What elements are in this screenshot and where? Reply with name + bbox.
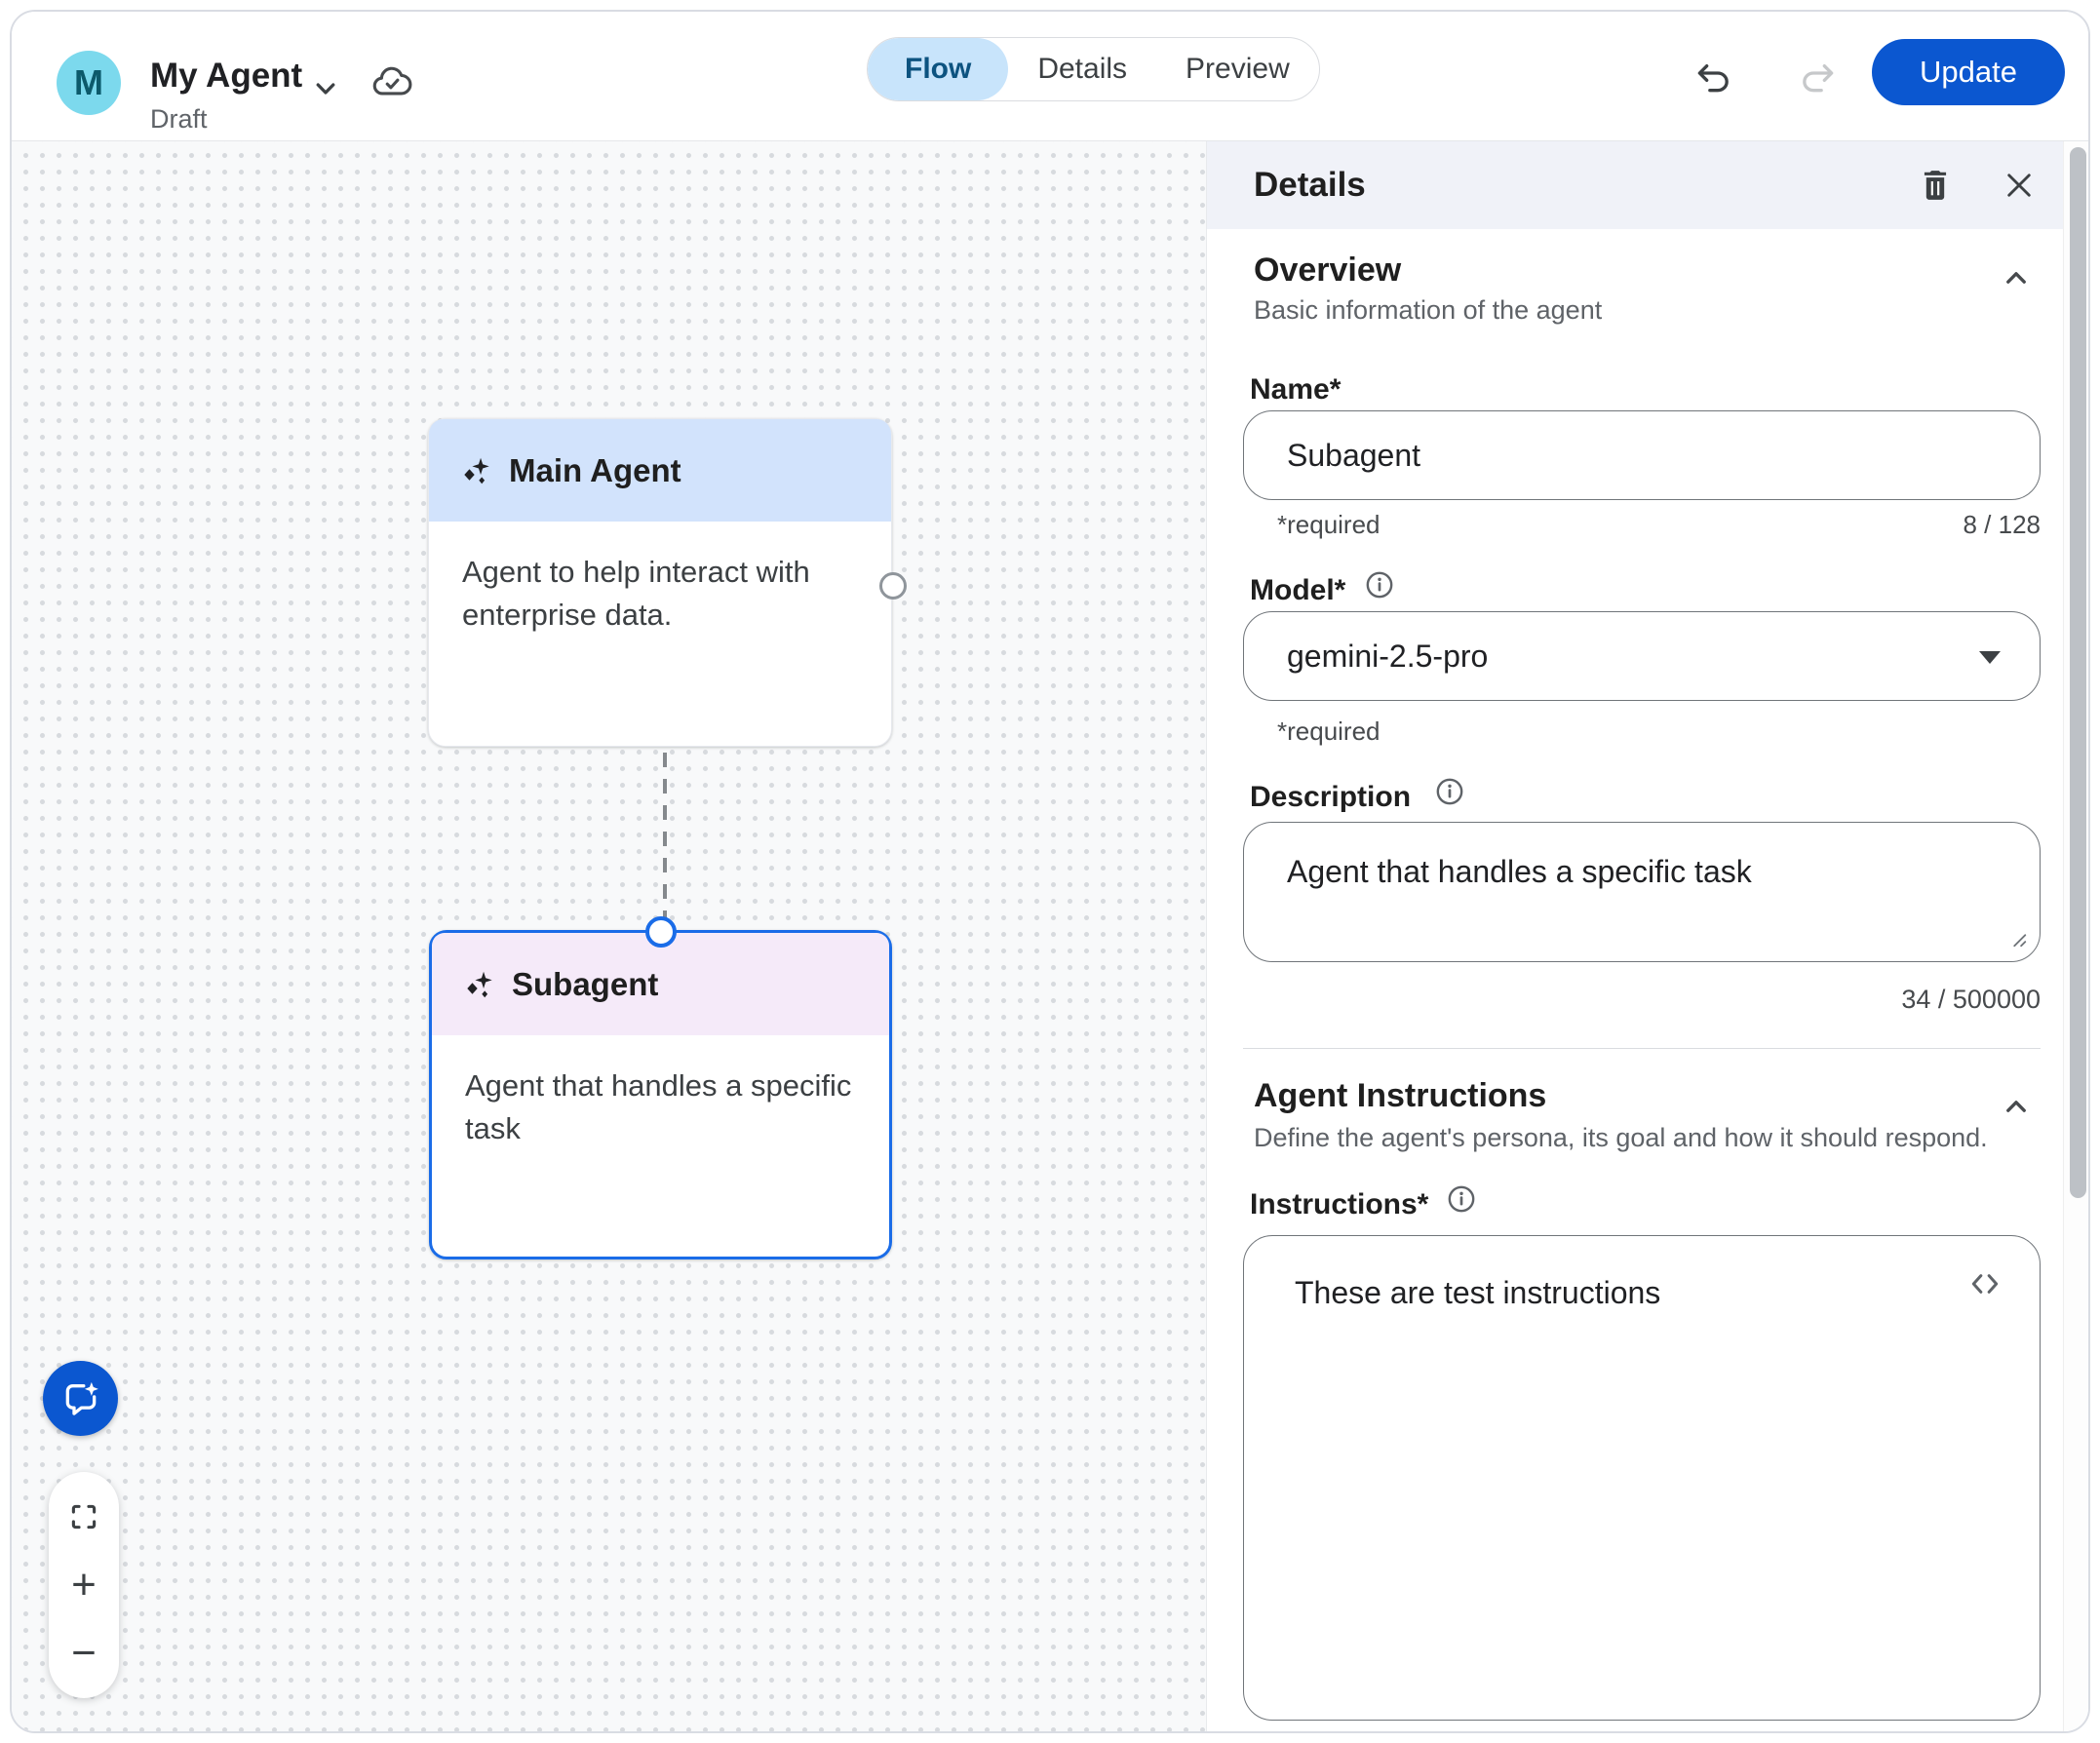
delete-node-icon[interactable]	[1917, 167, 1954, 204]
model-label: Model*	[1250, 574, 1346, 606]
agent-instructions-heading: Agent Instructions	[1254, 1077, 1547, 1114]
chevron-down-icon[interactable]	[309, 72, 342, 105]
panel-scrollbar-track	[2063, 141, 2088, 1731]
chat-assistant-button[interactable]	[43, 1361, 118, 1436]
cloud-saved-icon	[370, 60, 413, 103]
overview-heading: Overview	[1254, 252, 1402, 289]
model-selected-value: gemini-2.5-pro	[1287, 638, 1489, 674]
name-required-hint: *required	[1277, 510, 1381, 539]
avatar: M	[57, 51, 121, 115]
description-textarea[interactable]: Agent that handles a specific task	[1243, 822, 2041, 962]
view-tabs: Flow Details Preview	[867, 37, 1320, 101]
zoom-out-button[interactable]: −	[71, 1629, 97, 1677]
sparkle-icon	[465, 970, 494, 999]
name-char-counter: 8 / 128	[1963, 510, 2041, 539]
name-input[interactable]	[1243, 410, 2041, 500]
tab-preview[interactable]: Preview	[1186, 53, 1290, 85]
panel-title: Details	[1254, 166, 1366, 204]
caret-down-icon	[1979, 651, 2001, 664]
code-view-icon[interactable]	[1965, 1264, 2008, 1307]
section-divider	[1243, 1048, 2041, 1049]
update-button[interactable]: Update	[1872, 39, 2065, 105]
close-icon[interactable]	[2001, 167, 2038, 204]
canvas-zoom-toolbar: + −	[49, 1472, 119, 1698]
instructions-char-counter: 27/500000	[1921, 1728, 2041, 1731]
undo-icon[interactable]	[1694, 58, 1733, 97]
flow-canvas[interactable]: Main Agent Agent to help interact with e…	[12, 141, 1206, 1731]
tab-flow[interactable]: Flow	[868, 38, 1009, 100]
node-description: Agent to help interact with enterprise d…	[462, 555, 810, 633]
panel-scrollbar-thumb[interactable]	[2070, 147, 2086, 1198]
input-port[interactable]	[644, 916, 677, 948]
model-required-hint: *required	[1277, 717, 1381, 746]
node-subagent[interactable]: Subagent Agent that handles a specific t…	[429, 916, 892, 1259]
name-helper-row: *required 8 / 128	[1277, 510, 2041, 540]
overview-subheading: Basic information of the agent	[1254, 295, 1603, 325]
instructions-info-icon[interactable]	[1445, 1182, 1478, 1216]
edge-main-to-subagent	[663, 753, 667, 920]
collapse-overview-icon[interactable]	[1999, 260, 2034, 295]
description-char-counter: 34 / 500000	[1901, 985, 2041, 1014]
sparkle-icon	[462, 456, 491, 485]
model-helper-row: *required	[1277, 717, 2041, 747]
node-main-agent[interactable]: Main Agent Agent to help interact with e…	[428, 418, 907, 747]
status-badge: Draft	[150, 104, 208, 134]
agent-instructions-subheading: Define the agent's persona, its goal and…	[1254, 1123, 1988, 1152]
zoom-in-button[interactable]: +	[71, 1561, 97, 1608]
model-select[interactable]: gemini-2.5-pro	[1243, 611, 2041, 701]
top-bar: M My Agent Draft Flow Details Preview	[12, 12, 2088, 141]
fit-screen-icon[interactable]	[64, 1497, 103, 1536]
details-panel: Details Overview Basic information of th…	[1206, 141, 2088, 1731]
instructions-helper-row: *required 27/500000	[1277, 1728, 2041, 1731]
instructions-label: Instructions*	[1250, 1188, 1429, 1220]
model-info-icon[interactable]	[1363, 568, 1396, 601]
details-panel-header: Details	[1207, 141, 2064, 229]
node-title: Subagent	[512, 965, 659, 1002]
description-label: Description	[1250, 781, 1412, 813]
page-title: My Agent	[150, 57, 303, 95]
app-window: M My Agent Draft Flow Details Preview	[10, 10, 2090, 1733]
description-info-icon[interactable]	[1433, 775, 1466, 808]
name-label: Name*	[1250, 373, 1342, 406]
node-main-agent-header: Main Agent	[429, 419, 891, 522]
output-port[interactable]	[879, 572, 907, 600]
collapse-instructions-icon[interactable]	[1999, 1089, 2034, 1124]
node-description: Agent that handles a specific task	[465, 1068, 852, 1146]
tab-details[interactable]: Details	[1037, 53, 1128, 85]
instructions-required-hint: *required	[1277, 1728, 1381, 1731]
node-title: Main Agent	[509, 451, 681, 488]
instructions-textarea[interactable]: These are test instructions	[1243, 1235, 2041, 1721]
node-subagent-header: Subagent	[432, 933, 889, 1035]
redo-icon[interactable]	[1798, 58, 1837, 97]
